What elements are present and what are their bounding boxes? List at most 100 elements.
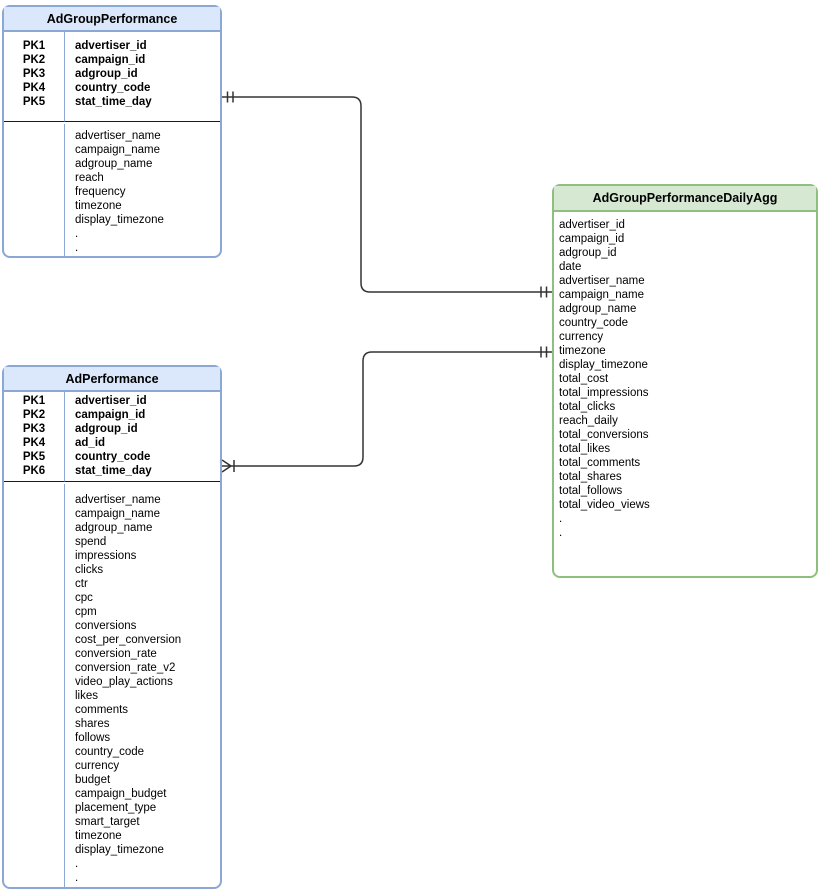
field-row: advertiser_name xyxy=(75,494,161,506)
entity-adgroupperformancedailyagg[interactable]: AdGroupPerformanceDailyAgg advertiser_id… xyxy=(552,184,818,578)
field-row: total_cost xyxy=(559,373,609,385)
pk-key-label: PK3 xyxy=(22,68,46,80)
field-row: currency xyxy=(75,760,120,772)
field-row: date xyxy=(559,261,582,273)
pk-field-name: advertiser_id xyxy=(75,395,147,407)
field-row: . xyxy=(75,872,79,884)
field-key-column-empty xyxy=(4,123,65,256)
field-row: timezone xyxy=(559,345,606,357)
field-row: shares xyxy=(75,718,110,730)
field-row: campaign_budget xyxy=(75,788,167,800)
pk-key-label: PK5 xyxy=(22,451,46,463)
field-row: . xyxy=(559,527,563,539)
field-row: impressions xyxy=(75,550,137,562)
field-row: total_clicks xyxy=(559,401,616,413)
entity-title: AdGroupPerformanceDailyAgg xyxy=(592,191,778,205)
field-row: . xyxy=(559,513,563,525)
pk-field-name: adgroup_id xyxy=(75,68,138,80)
field-row: adgroup_name xyxy=(559,303,637,315)
pk-field-name: campaign_id xyxy=(75,54,146,66)
field-row: advertiser_name xyxy=(75,129,161,142)
field-row: currency xyxy=(559,331,604,343)
field-row: total_impressions xyxy=(559,387,649,399)
pk-key-label: PK2 xyxy=(22,409,46,421)
field-row: clicks xyxy=(75,564,104,576)
pk-key-label: PK1 xyxy=(22,40,46,52)
pk-field-name: adgroup_id xyxy=(75,423,138,435)
field-row: campaign_id xyxy=(559,233,625,245)
field-row: cpc xyxy=(75,592,93,604)
pk-field-name: stat_time_day xyxy=(75,96,152,108)
field-row: timezone xyxy=(75,830,122,842)
field-row: . xyxy=(75,227,79,240)
pk-field-name: stat_time_day xyxy=(75,465,152,477)
pk-key-label: PK6 xyxy=(22,465,46,477)
field-row: video_play_actions xyxy=(75,676,173,688)
field-row: ctr xyxy=(75,578,88,590)
field-row: campaign_name xyxy=(75,508,161,520)
connector-adperformance-dailyagg[interactable] xyxy=(221,346,552,473)
field-row: total_comments xyxy=(559,457,641,469)
field-row: conversion_rate_v2 xyxy=(75,662,176,674)
pk-key-label: PK4 xyxy=(22,437,46,449)
field-row: reach xyxy=(75,171,104,184)
field-key-column-empty xyxy=(4,484,65,887)
field-row: placement_type xyxy=(75,802,157,814)
field-row: spend xyxy=(75,536,107,548)
field-row: total_follows xyxy=(559,485,623,497)
entity-header: AdPerformance xyxy=(4,367,220,392)
connector-adgroupperformance-dailyagg[interactable] xyxy=(222,91,552,298)
field-row: total_video_views xyxy=(559,499,650,511)
entity-title: AdGroupPerformance xyxy=(46,11,178,26)
field-column: advertiser_name campaign_name adgroup_name… xyxy=(65,484,220,887)
field-row: total_likes xyxy=(559,443,611,455)
field-row: adgroup_name xyxy=(75,157,153,170)
field-row: . xyxy=(75,241,79,254)
pk-field-name: country_code xyxy=(75,82,151,94)
cardinality-crow-foot xyxy=(221,459,232,473)
entity-header: AdGroupPerformance xyxy=(4,7,220,32)
field-row: conversions xyxy=(75,620,137,632)
pk-key-label: PK5 xyxy=(22,96,46,108)
field-row: adgroup_name xyxy=(75,522,153,534)
field-row: country_code xyxy=(75,746,145,758)
field-row: advertiser_id xyxy=(559,219,625,231)
pk-key-label: PK2 xyxy=(22,54,46,66)
field-row: advertiser_name xyxy=(559,275,645,287)
field-row: cost_per_conversion xyxy=(75,634,182,646)
field-row: display_timezone xyxy=(559,359,648,371)
field-row: campaign_name xyxy=(75,143,161,156)
field-row: cpm xyxy=(75,606,97,618)
field-row: . xyxy=(75,858,79,870)
field-row: total_shares xyxy=(559,471,622,483)
entity-header: AdGroupPerformanceDailyAgg xyxy=(554,186,816,212)
pk-field-name: country_code xyxy=(75,451,151,463)
pk-field-name: ad_id xyxy=(75,437,106,449)
pk-field-name: campaign_id xyxy=(75,409,146,421)
field-row: conversion_rate xyxy=(75,648,157,660)
field-row: likes xyxy=(75,690,99,702)
entity-title: AdPerformance xyxy=(65,371,159,386)
field-row: country_code xyxy=(559,317,629,329)
pk-field-name: advertiser_id xyxy=(75,40,147,52)
field-row: total_conversions xyxy=(559,429,649,441)
pk-key-label: PK3 xyxy=(22,423,46,435)
field-row: follows xyxy=(75,732,111,744)
field-row: reach_daily xyxy=(559,415,618,427)
field-row: display_timezone xyxy=(75,213,164,226)
field-row: adgroup_id xyxy=(559,247,617,259)
field-row: comments xyxy=(75,704,129,716)
pk-key-label: PK4 xyxy=(22,82,46,94)
field-row: frequency xyxy=(75,185,126,198)
field-row: campaign_name xyxy=(559,289,645,301)
